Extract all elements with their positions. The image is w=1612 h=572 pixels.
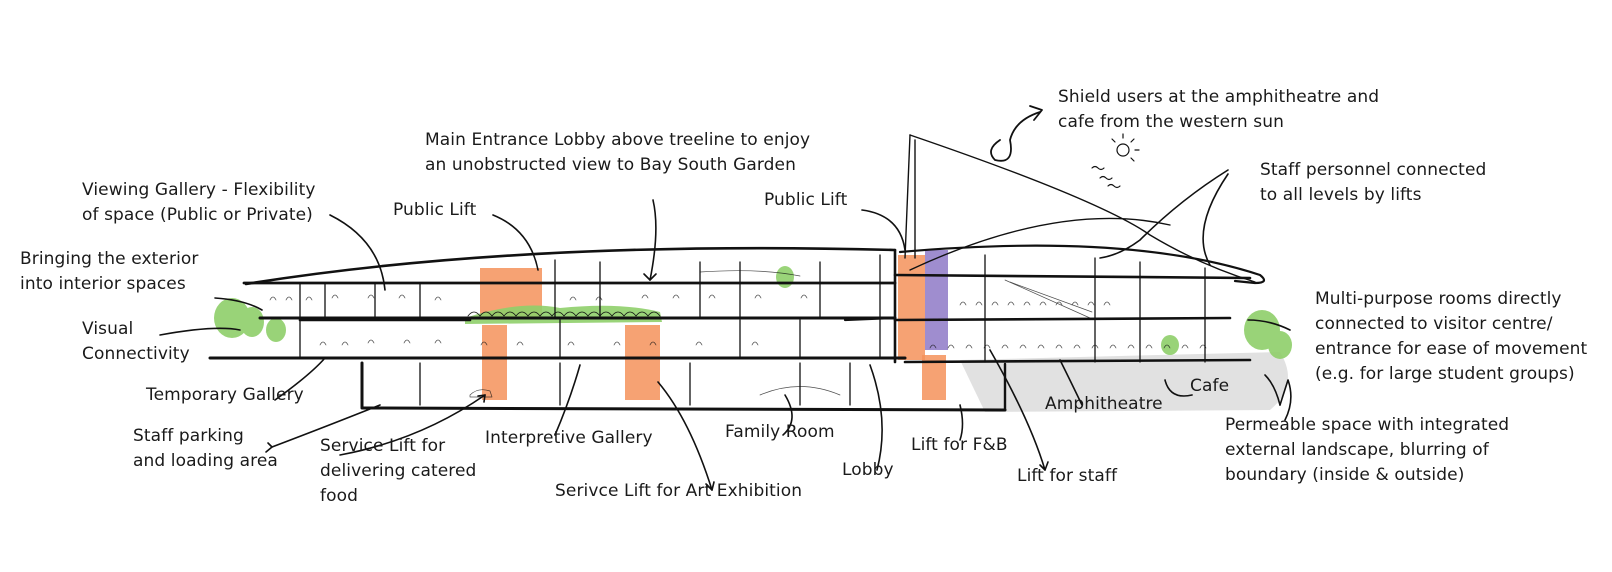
label-temporary-gallery: Temporary Gallery xyxy=(146,385,304,405)
label-family-room: Family Room xyxy=(725,422,835,442)
label-lift-staff: Lift for staff xyxy=(1017,466,1118,486)
label-service-lift-art: Serivce Lift for Art Exhibition xyxy=(555,481,803,501)
label-main-entrance: Main Entrance Lobby above treeline to en… xyxy=(425,130,811,175)
service-lift-art-band xyxy=(625,325,660,400)
interior-sketch-detail xyxy=(269,270,1207,398)
label-viewing-gallery: Viewing Gallery - Flexibility of space (… xyxy=(82,180,316,225)
public-lift-right-band xyxy=(898,255,925,360)
sun-icon xyxy=(1091,133,1140,189)
staff-lift-band xyxy=(925,250,948,350)
label-permeable-space: Permeable space with integrated external… xyxy=(1225,415,1510,485)
leader-lines xyxy=(159,169,1292,491)
service-lift-catered-band xyxy=(482,325,507,400)
label-interpretive-gallery: Interpretive Gallery xyxy=(485,428,653,448)
label-bringing-exterior: Bringing the exterior into interior spac… xyxy=(20,249,199,294)
label-public-lift-right: Public Lift xyxy=(764,190,848,210)
label-staff-personnel: Staff personnel connected to all levels … xyxy=(1260,160,1487,205)
label-service-lift-catered: Service Lift for delivering catered food xyxy=(320,436,477,506)
label-shield-users: Shield users at the amphitheatre and caf… xyxy=(1058,87,1380,132)
roof-main xyxy=(244,246,897,286)
ground-shadow xyxy=(960,352,1288,412)
label-lift-fb: Lift for F&B xyxy=(911,435,1008,455)
sun-path-arrow xyxy=(990,111,1041,162)
label-multi-purpose: Multi-purpose rooms directly connected t… xyxy=(1315,289,1588,384)
label-lobby: Lobby xyxy=(842,460,894,480)
label-public-lift-left: Public Lift xyxy=(393,200,477,220)
structure-columns xyxy=(299,248,1206,406)
label-amphitheatre: Amphitheatre xyxy=(1045,394,1163,414)
planter-foliage xyxy=(467,311,661,317)
label-cafe: Cafe xyxy=(1190,376,1230,396)
roof-shade-sail xyxy=(909,134,1256,283)
label-staff-parking: Staff parking and loading area xyxy=(133,426,278,471)
label-visual-connectivity: Visual Connectivity xyxy=(82,319,190,364)
